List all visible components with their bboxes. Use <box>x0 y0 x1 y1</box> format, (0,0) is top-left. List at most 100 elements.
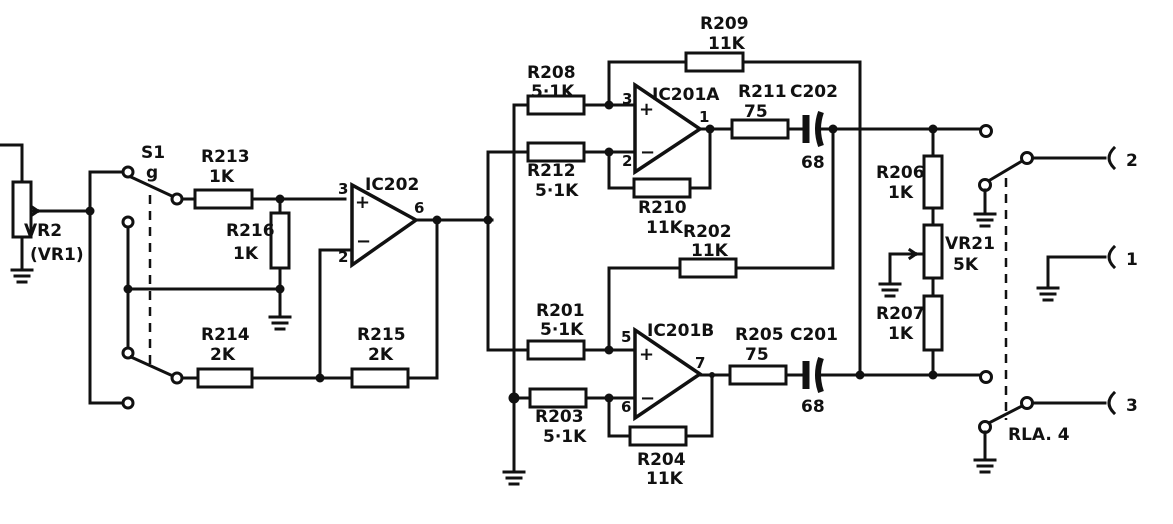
output-1-label: 1 <box>1126 250 1138 270</box>
r211-value: 75 <box>744 102 768 122</box>
r203-value: 5·1K <box>543 427 587 447</box>
wire-output-1 <box>1046 255 1107 288</box>
r216-resistor <box>269 211 291 270</box>
r205-value: 75 <box>745 345 769 365</box>
r211-label: R211 <box>738 82 787 102</box>
s1-label: S1 <box>141 143 165 163</box>
r203-resistor <box>528 387 588 409</box>
r214-resistor <box>196 367 254 389</box>
r201-value: 5·1K <box>540 320 584 340</box>
wire-r210 <box>607 128 712 190</box>
r206-value: 1K <box>888 183 914 203</box>
r204-label: R204 <box>637 450 686 470</box>
ic202-pin3: 3 <box>338 180 348 198</box>
r204-resistor <box>628 425 688 447</box>
r215-label: R215 <box>357 325 406 345</box>
r215-value: 2K <box>368 345 394 365</box>
r215-resistor <box>350 367 410 389</box>
r202-resistor <box>678 257 738 279</box>
rla4-relay <box>973 151 1107 474</box>
s1-sub-label: g <box>146 163 158 183</box>
ic201b-label: IC201B <box>647 321 714 341</box>
ic201b-pin7: 7 <box>695 354 705 372</box>
r212-value: 5·1K <box>535 181 579 201</box>
r207-value: 1K <box>888 324 914 344</box>
r206-resistor <box>922 154 944 210</box>
r214-value: 2K <box>210 345 236 365</box>
connector-1 <box>1107 244 1117 270</box>
ic201b-out-junction <box>709 372 715 378</box>
r201-resistor <box>526 339 586 361</box>
ic201a-pin1: 1 <box>699 108 709 126</box>
r214-label: R214 <box>201 325 250 345</box>
output-terminal-top <box>979 124 993 138</box>
r202-label: R202 <box>683 222 732 242</box>
r210-resistor <box>632 177 692 199</box>
rla4-label: RLA. 4 <box>1008 425 1070 445</box>
ground-symbol <box>268 315 292 331</box>
ic202-out-junction <box>432 215 442 225</box>
ic201a-minus: − <box>640 142 655 163</box>
r212-label: R212 <box>527 161 576 181</box>
r216-junction <box>275 284 285 294</box>
ic201b-plus: + <box>639 344 654 365</box>
vr21-potentiometer <box>922 223 944 280</box>
r206-label: R206 <box>876 163 925 183</box>
ic201a-pin3: 3 <box>622 90 632 108</box>
wire-r209 <box>607 60 862 377</box>
r207-resistor <box>922 294 944 352</box>
r201-junction <box>604 345 614 355</box>
ic201b-minus: − <box>640 388 655 409</box>
connector-2 <box>1107 145 1117 171</box>
r202-value: 11K <box>691 241 729 261</box>
r213-label: R213 <box>201 147 250 167</box>
wire-vr2-bus <box>88 170 125 405</box>
ic201b-opamp <box>633 326 704 422</box>
ic201a-plus: + <box>639 99 654 120</box>
vr1-label: (VR1) <box>30 245 84 265</box>
wire-vr21-wiper <box>888 252 924 284</box>
r209-resistor <box>684 51 745 73</box>
ground-symbol <box>1036 286 1060 302</box>
vr21-wiper-arrow <box>907 247 919 261</box>
r203-label: R203 <box>535 407 584 427</box>
c202-value: 68 <box>801 153 825 173</box>
r204-value: 11K <box>646 469 684 489</box>
wire-r202 <box>607 127 835 352</box>
r209-value: 11K <box>708 34 746 54</box>
vr21-value: 5K <box>953 255 979 275</box>
ic201a-opamp <box>633 81 704 176</box>
ic201a-label: IC201A <box>652 85 720 105</box>
r208-value: 5·1K <box>531 82 575 102</box>
ground-symbol <box>502 470 526 486</box>
ic202-opamp <box>350 182 420 269</box>
ic202-pin2: 2 <box>338 248 348 266</box>
output-3-label: 3 <box>1126 396 1138 416</box>
ic202-pin6: 6 <box>414 199 424 217</box>
r216-value: 1K <box>233 244 259 264</box>
ic201a-pin2: 2 <box>622 152 632 170</box>
r216-label: R216 <box>226 221 275 241</box>
ic202-minus: − <box>356 231 371 252</box>
r210-label: R210 <box>638 198 687 218</box>
ic201a-out-junction <box>705 124 715 134</box>
wire-r214-r215 <box>180 217 439 380</box>
r209-label: R209 <box>700 14 749 34</box>
connector-3 <box>1107 390 1117 416</box>
r213-value: 1K <box>209 167 235 187</box>
r213-resistor <box>193 188 254 210</box>
output-terminal-bottom <box>979 370 993 384</box>
r208-label: R208 <box>527 63 576 83</box>
r205-resistor <box>728 364 788 386</box>
r212-resistor <box>526 141 586 163</box>
c202-label: C202 <box>790 82 838 102</box>
wire-ic202-inv <box>318 248 354 380</box>
r211-resistor <box>730 118 790 140</box>
c201-capacitor <box>802 357 824 393</box>
wire-r204 <box>607 374 714 438</box>
r208-resistor <box>526 94 586 116</box>
c201-label: C201 <box>790 325 838 345</box>
r210-value: 11K <box>646 218 684 238</box>
c201-junction <box>855 370 865 380</box>
